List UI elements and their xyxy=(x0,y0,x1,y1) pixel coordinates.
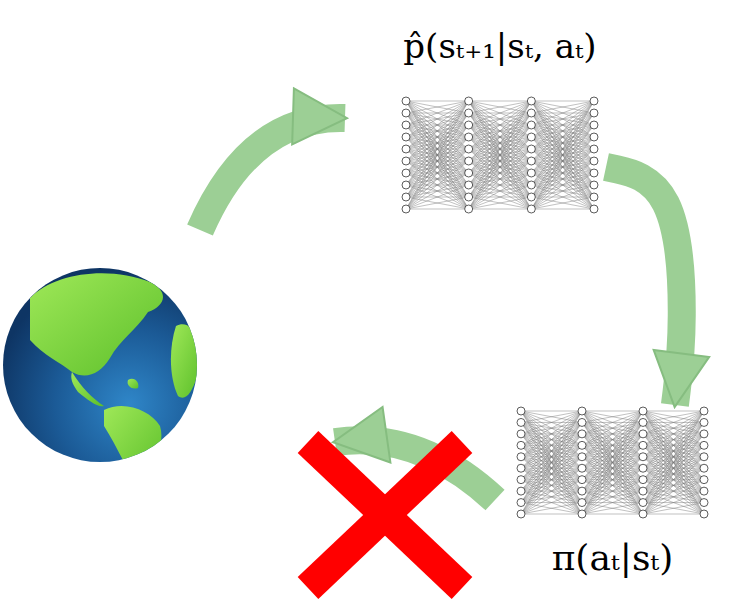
neural-network-figure xyxy=(400,95,600,215)
network-label: p̂(sₜ₊₁|sₜ, aₜ) xyxy=(403,28,596,65)
earth-globe xyxy=(3,268,200,482)
network-label: π(aₜ|sₜ) xyxy=(552,538,674,578)
neural-network-drawing xyxy=(400,95,600,215)
model-learning-arrow xyxy=(200,118,345,230)
network-box: p̂(sₜ₊₁|sₜ, aₜ) xyxy=(400,28,600,215)
neural-network-figure xyxy=(515,405,710,520)
fat-curved-arrow xyxy=(606,167,682,405)
network-box: π(aₜ|sₜ) xyxy=(515,405,710,578)
neural-network-drawing xyxy=(515,405,710,520)
red-cross xyxy=(308,442,462,588)
connector-layer xyxy=(606,167,682,405)
